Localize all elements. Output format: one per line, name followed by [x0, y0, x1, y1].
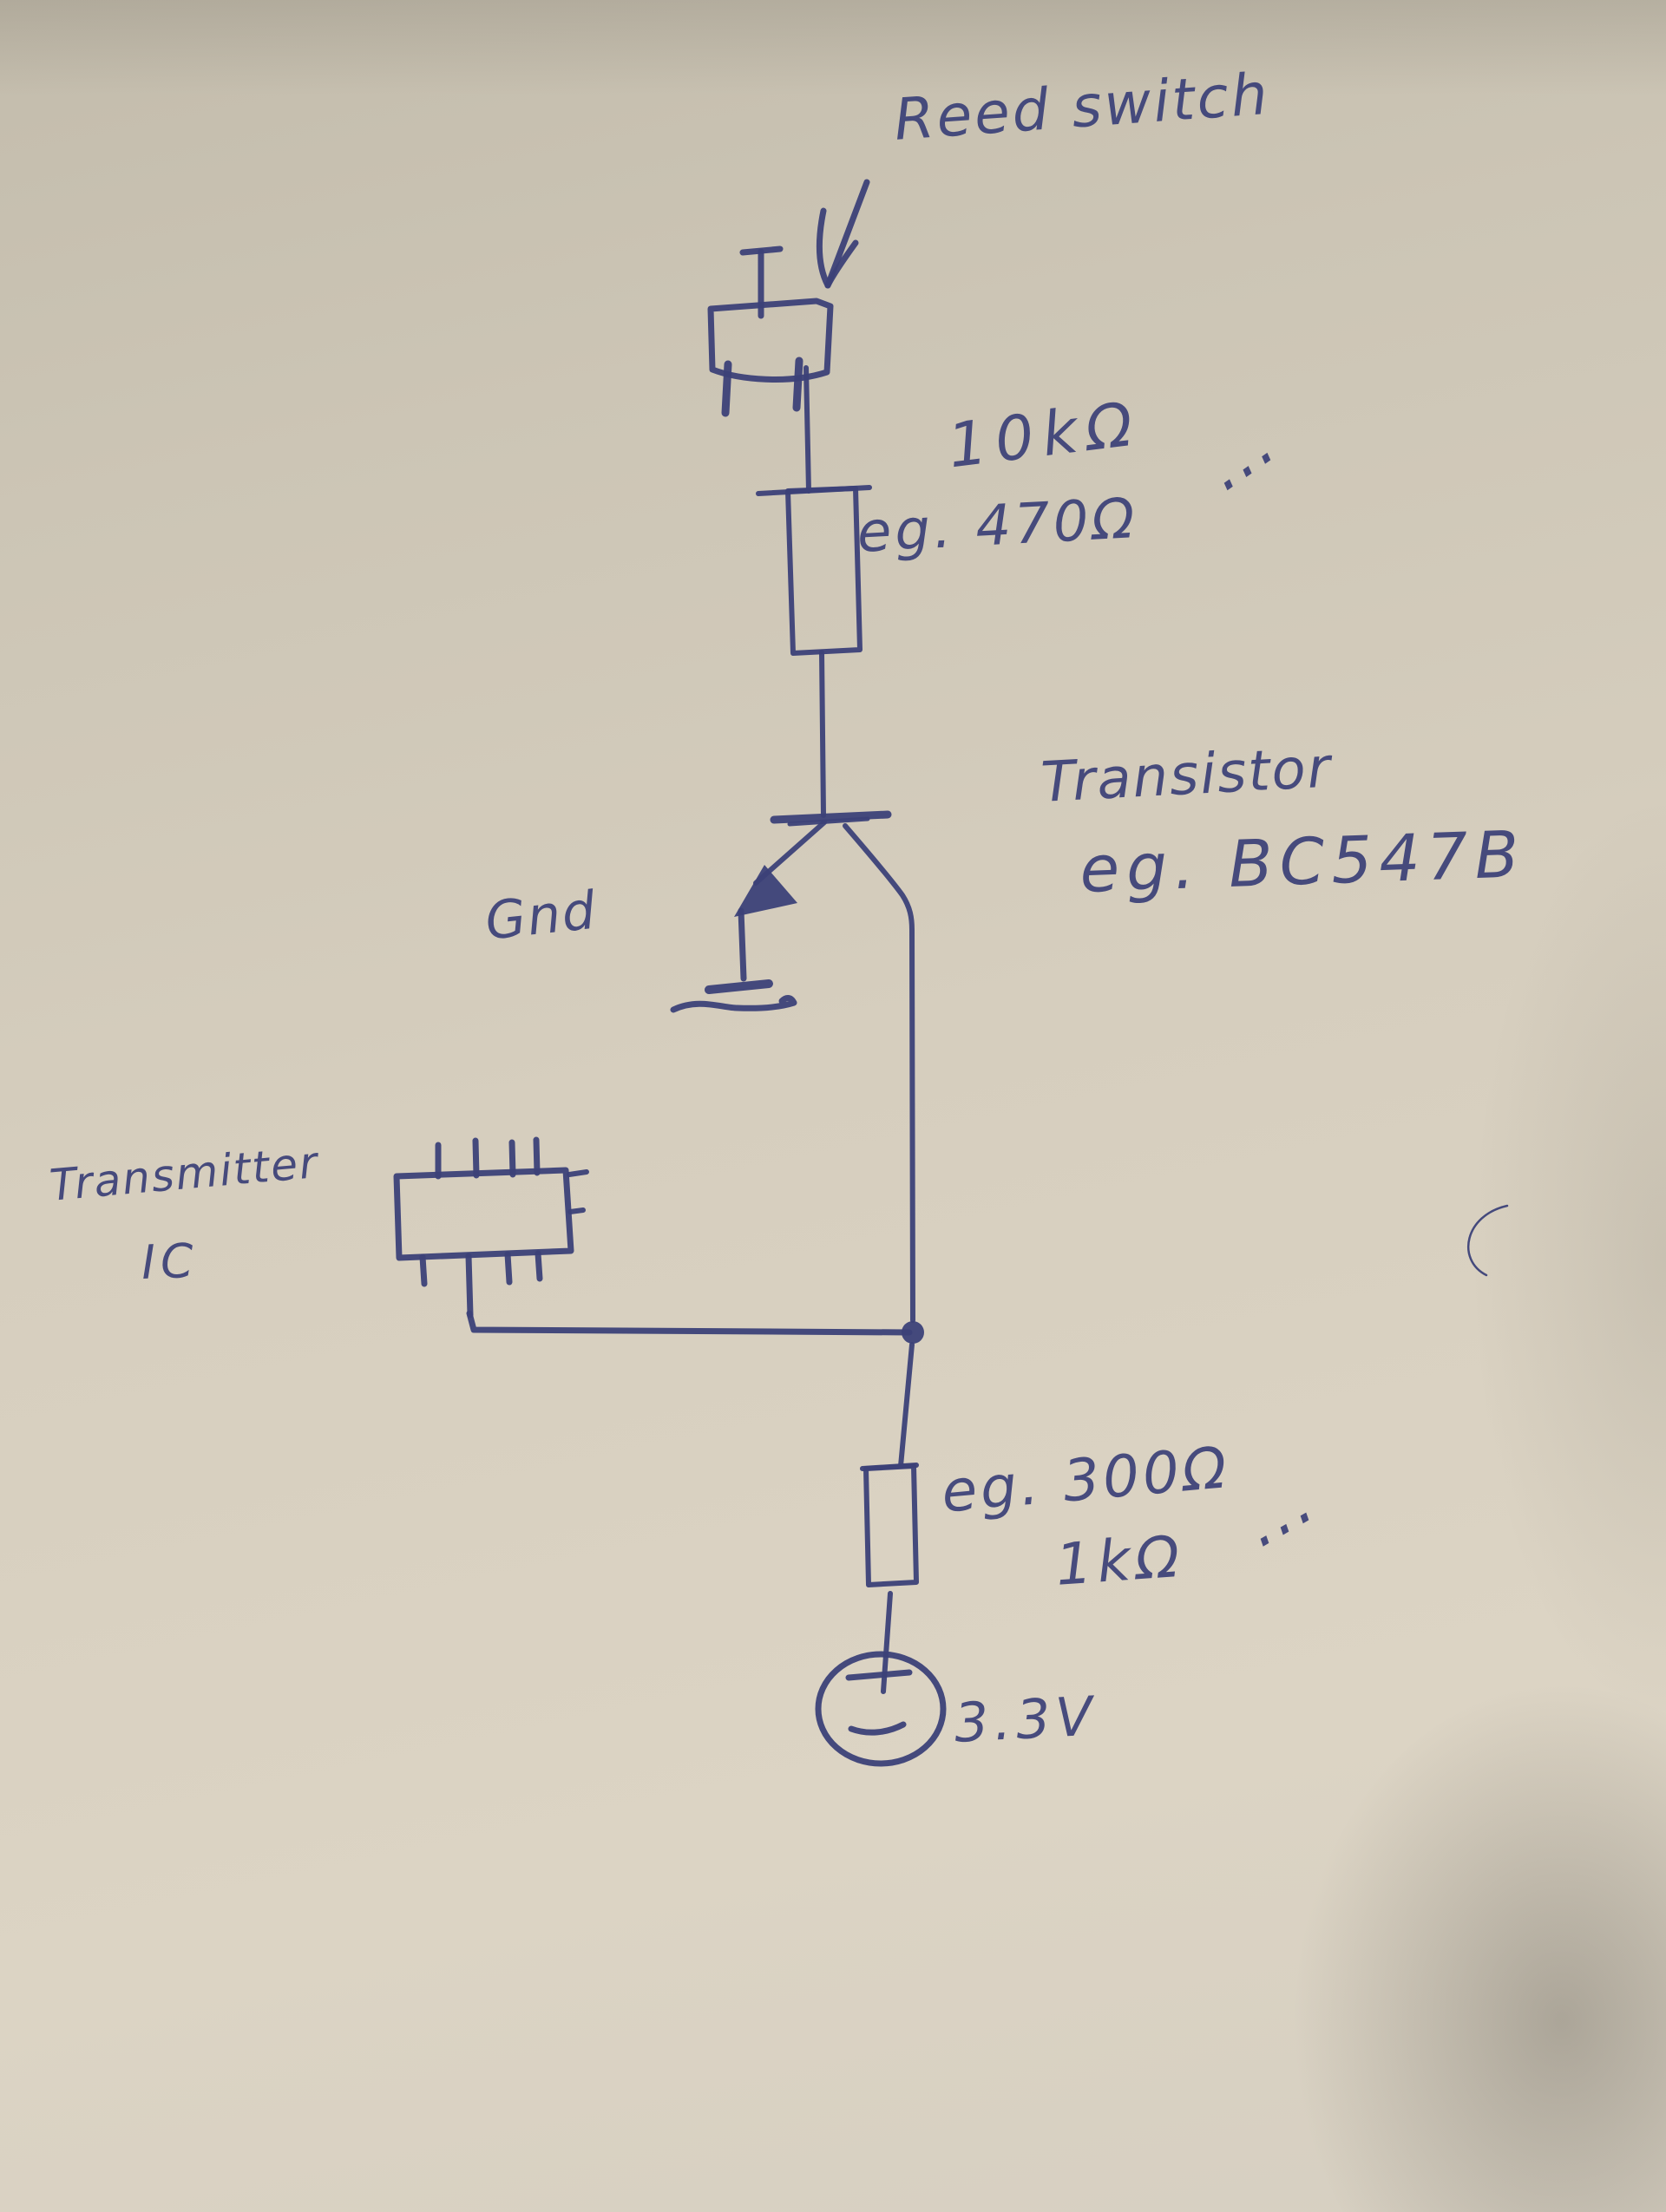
- junction: [902, 1321, 924, 1344]
- reed-switch-symbol: [707, 245, 834, 417]
- wire-junction-to-r2: [898, 1342, 915, 1469]
- wire-ic-to-junction: [466, 1310, 913, 1336]
- wire-r1-to-base: [819, 650, 826, 818]
- plus-sign: [845, 1669, 913, 1681]
- r1-body: [785, 486, 863, 656]
- gnd-label: Gnd: [482, 880, 600, 952]
- arrow-barb-right: [824, 239, 859, 289]
- ic-pin-bottom-3: [504, 1251, 513, 1286]
- ic-body: [393, 1167, 574, 1261]
- resistor-r2-symbol: [860, 1463, 919, 1587]
- emitter-lead: [738, 907, 747, 982]
- resistor-r1-symbol: [756, 485, 872, 656]
- voltage-source-symbol: [815, 1651, 947, 1767]
- transmitter-ic-symbol: [393, 1136, 589, 1319]
- source-circle: [815, 1651, 947, 1767]
- r2-alt-value-label: 1kΩ: [1053, 1522, 1187, 1599]
- wires: [466, 365, 915, 1694]
- reed-bottom-lead-right: [792, 357, 803, 412]
- ic-pin-bottom-2: [465, 1253, 474, 1319]
- transistor-symbol: [734, 810, 892, 982]
- transistor-part-label: eg. BC547B: [1079, 817, 1527, 907]
- base-bar-overdraw: [787, 816, 870, 827]
- wire-reed-to-r1: [803, 365, 811, 494]
- ic-pin-right-1: [567, 1169, 589, 1177]
- paper-crease-mark: [1467, 1204, 1509, 1277]
- ground-bar-long: [670, 995, 797, 1013]
- emitter-arrowhead: [734, 865, 797, 917]
- transmitter-ic-label: IC: [141, 1233, 200, 1290]
- supply-voltage-label: 3.3V: [953, 1684, 1099, 1755]
- ic-pin-bottom-1: [419, 1253, 428, 1287]
- r2-body: [863, 1463, 919, 1587]
- reed-body: [707, 298, 834, 383]
- ic-pin-right-2: [567, 1207, 586, 1214]
- ic-pin-bottom-4: [535, 1250, 543, 1282]
- junction-dot: [902, 1321, 924, 1344]
- ic-pin-top-3: [508, 1139, 516, 1178]
- wire-collector-down: [843, 823, 915, 1323]
- minus-sign: [848, 1721, 907, 1736]
- ic-pin-top-4: [533, 1136, 541, 1176]
- reed-bottom-lead-left: [721, 360, 732, 417]
- ground-symbol: [670, 979, 797, 1013]
- ground-bar-short: [705, 979, 773, 994]
- arrow-shaft: [824, 179, 870, 289]
- base-bar: [770, 810, 892, 824]
- arrow-barb-left: [816, 207, 831, 289]
- pointer-arrow: [816, 179, 870, 289]
